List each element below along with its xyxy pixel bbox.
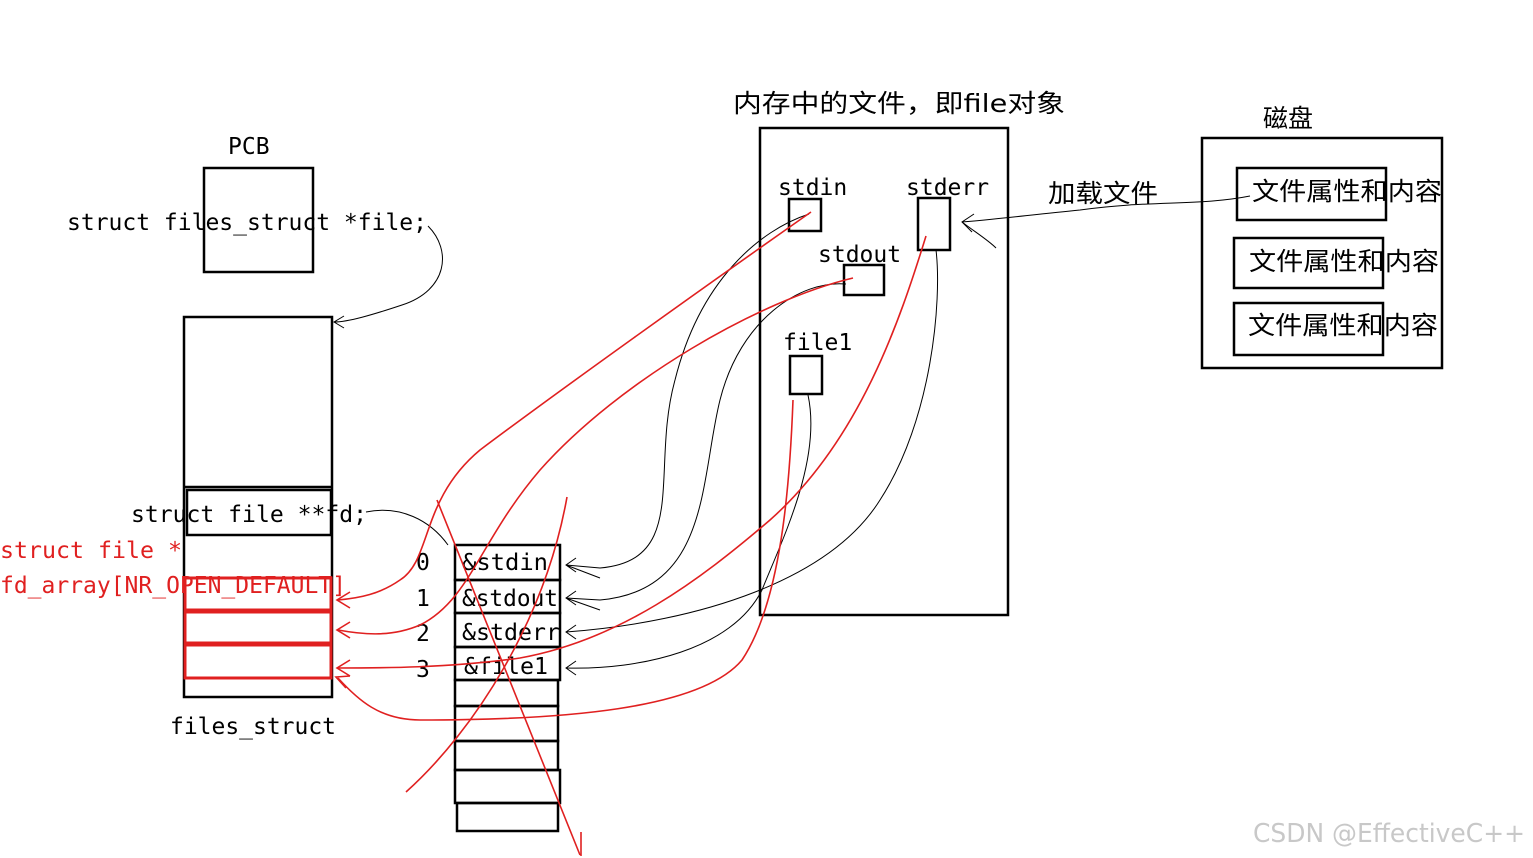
memory-stdin-object bbox=[787, 197, 823, 233]
fd-entry-stdin: &stdin bbox=[462, 550, 548, 576]
red-file1-arrowhead bbox=[334, 675, 351, 689]
fd-table-row-empty bbox=[453, 739, 560, 772]
load-group: 加载文件 bbox=[961, 179, 1251, 249]
fd-pointer-field: struct file **fd; bbox=[131, 502, 367, 528]
fd-array-slot-0 bbox=[183, 576, 333, 612]
fd-to-table-arrow bbox=[365, 509, 449, 546]
fd-entry-stderr: &stderr bbox=[462, 620, 560, 646]
red-annotations bbox=[334, 211, 927, 856]
load-arrow-tail bbox=[961, 221, 997, 249]
fd-array-slot-1 bbox=[183, 610, 333, 645]
file1-link bbox=[565, 394, 812, 669]
fd-array-slot-2 bbox=[183, 643, 333, 680]
fd-index-1: 1 bbox=[416, 586, 430, 612]
memory-file1-label: file1 bbox=[783, 330, 852, 356]
memory-box bbox=[758, 126, 1010, 617]
red-cross-stroke-1 bbox=[436, 499, 581, 856]
red-stdout-link bbox=[337, 277, 854, 635]
fd-array-decl-line1: struct file * bbox=[0, 538, 182, 564]
fd-index-0: 0 bbox=[416, 550, 430, 576]
fd-entry-stdout: &stdout bbox=[462, 586, 558, 612]
disk-file-box-1 bbox=[1235, 166, 1388, 222]
pcb-to-files-struct-arrow bbox=[333, 225, 443, 323]
memory-title: 内存中的文件，即file对象 bbox=[733, 89, 1065, 118]
fd-table-row-empty bbox=[453, 704, 560, 743]
load-label: 加载文件 bbox=[1048, 179, 1158, 208]
pcb-arrowhead bbox=[333, 315, 345, 329]
red-stderr-arrowhead bbox=[335, 659, 351, 677]
red-stdin-link bbox=[337, 211, 812, 601]
disk-title: 磁盘 bbox=[1263, 104, 1313, 133]
stderr-link bbox=[565, 249, 939, 633]
stdin-link bbox=[565, 213, 810, 569]
memory-group: 内存中的文件，即file对象 stdin stderr stdout file1 bbox=[733, 89, 1065, 617]
disk-box bbox=[1200, 136, 1444, 370]
fd-table-row-empty bbox=[455, 801, 560, 833]
pcb-label: PCB bbox=[228, 134, 270, 160]
red-stdin-arrowhead bbox=[335, 591, 351, 609]
fd-index-3: 3 bbox=[416, 657, 430, 683]
stdout-link-arrowhead bbox=[565, 590, 601, 611]
memory-stdout-label: stdout bbox=[818, 242, 901, 268]
disk-file-text-1: 文件属性和内容 bbox=[1252, 177, 1442, 206]
disk-group: 磁盘 文件属性和内容 文件属性和内容 文件属性和内容 bbox=[1200, 104, 1444, 370]
watermark: CSDN @EffectiveC++ bbox=[1253, 819, 1525, 849]
fd-table-row-empty bbox=[453, 678, 560, 708]
fd-index-2: 2 bbox=[416, 621, 430, 647]
disk-to-memory-arrow bbox=[961, 195, 1251, 223]
red-stdout-arrowhead bbox=[335, 621, 351, 639]
pcb-group: PCB struct files_struct *file; bbox=[67, 134, 443, 329]
fd-entry-file1: &file1 bbox=[464, 654, 548, 680]
memory-to-fd-links bbox=[565, 213, 939, 676]
pcb-files-field: struct files_struct *file; bbox=[67, 210, 427, 236]
disk-file-box-3 bbox=[1232, 301, 1385, 357]
disk-file-text-2: 文件属性和内容 bbox=[1249, 247, 1439, 276]
fd-table-row-empty bbox=[453, 768, 562, 805]
files-struct-group: struct file **fd; struct file * fd_array… bbox=[0, 315, 449, 740]
files-struct-label: files_struct bbox=[170, 714, 336, 740]
stderr-link-arrowhead bbox=[565, 624, 577, 640]
file1-link-arrowhead bbox=[565, 660, 577, 676]
disk-file-box-2 bbox=[1232, 236, 1385, 290]
red-file1-link bbox=[337, 399, 794, 721]
disk-file-text-3: 文件属性和内容 bbox=[1248, 311, 1438, 340]
memory-stdin-label: stdin bbox=[778, 175, 847, 201]
pcb-box bbox=[202, 166, 315, 274]
stdin-link-arrowhead bbox=[565, 557, 601, 579]
fd-table: 0 1 2 3 &stdin &stdout &stderr &file1 bbox=[416, 543, 562, 833]
memory-file1-object bbox=[788, 354, 824, 396]
fd-pointer-slot bbox=[185, 488, 333, 537]
memory-stdout-object bbox=[842, 263, 886, 297]
red-cross-stroke-2 bbox=[405, 496, 568, 793]
memory-stderr-label: stderr bbox=[906, 175, 989, 201]
red-stderr-link bbox=[337, 235, 927, 669]
memory-stderr-object bbox=[916, 196, 952, 252]
